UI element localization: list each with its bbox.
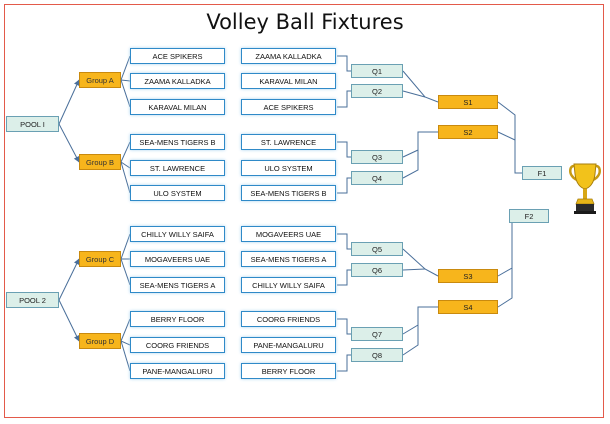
pool-box: POOL I	[6, 116, 59, 132]
team-box: MOGAVEERS UAE	[241, 226, 336, 242]
quarterfinal-box: Q2	[351, 84, 403, 98]
team-box: KARAVAL MILAN	[241, 73, 336, 89]
semifinal-box: S4	[438, 300, 498, 314]
team-box: SEA-MENS TIGERS A	[130, 277, 225, 293]
team-box: BERRY FLOOR	[241, 363, 336, 379]
team-box: SEA-MENS TIGERS B	[241, 185, 336, 201]
team-box: PANE-MANGALURU	[130, 363, 225, 379]
team-box: CHILLY WILLY SAIFA	[241, 277, 336, 293]
team-box: ZAAMA KALLADKA	[130, 73, 225, 89]
team-box: SEA-MENS TIGERS B	[130, 134, 225, 150]
quarterfinal-box: Q4	[351, 171, 403, 185]
semifinal-box: S1	[438, 95, 498, 109]
semifinal-box: S2	[438, 125, 498, 139]
quarterfinal-box: Q7	[351, 327, 403, 341]
group-box: Group C	[79, 251, 121, 267]
quarterfinal-box: Q1	[351, 64, 403, 78]
team-box: KARAVAL MILAN	[130, 99, 225, 115]
semifinal-box: S3	[438, 269, 498, 283]
quarterfinal-box: Q6	[351, 263, 403, 277]
group-box: Group D	[79, 333, 121, 349]
quarterfinal-box: Q3	[351, 150, 403, 164]
quarterfinal-box: Q8	[351, 348, 403, 362]
team-box: ACE SPIKERS	[130, 48, 225, 64]
team-box: ZAAMA KALLADKA	[241, 48, 336, 64]
team-box: BERRY FLOOR	[130, 311, 225, 327]
team-box: COORG FRIENDS	[130, 337, 225, 353]
team-box: ACE SPIKERS	[241, 99, 336, 115]
team-box: ST. LAWRENCE	[130, 160, 225, 176]
final-box: F2	[509, 209, 549, 223]
team-box: CHILLY WILLY SAIFA	[130, 226, 225, 242]
team-box: MOGAVEERS UAE	[130, 251, 225, 267]
team-box: PANE-MANGALURU	[241, 337, 336, 353]
final-box: F1	[522, 166, 562, 180]
team-box: ULO SYSTEM	[130, 185, 225, 201]
team-box: ULO SYSTEM	[241, 160, 336, 176]
quarterfinal-box: Q5	[351, 242, 403, 256]
group-box: Group A	[79, 72, 121, 88]
team-box: COORG FRIENDS	[241, 311, 336, 327]
diagram-title: Volley Ball Fixtures	[206, 10, 404, 34]
team-box: SEA-MENS TIGERS A	[241, 251, 336, 267]
group-box: Group B	[79, 154, 121, 170]
trophy-icon	[569, 163, 601, 214]
team-box: ST. LAWRENCE	[241, 134, 336, 150]
pool-box: POOL 2	[6, 292, 59, 308]
